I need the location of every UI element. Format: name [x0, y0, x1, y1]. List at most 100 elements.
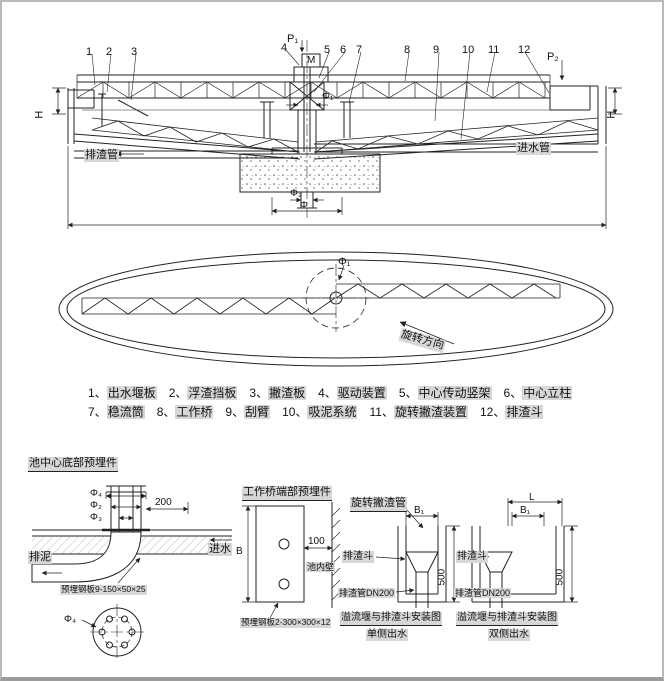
bolt-hole: [278, 578, 290, 590]
legend-row-1: 1、出水堰板 2、浮渣挡板 3、撇渣板 4、驱动装置 5、中心传动竖架 6、中心…: [88, 384, 573, 401]
callout-2: 2: [106, 46, 113, 58]
legend-item-term: 旋转撇渣装置: [393, 405, 468, 419]
subcaption-single: 单侧出水: [366, 629, 408, 641]
skimmer-board: [117, 99, 149, 117]
legend-item-number: 5、: [398, 386, 418, 400]
embed-plate-elevation: [255, 505, 305, 603]
callout-3: 3: [131, 46, 138, 58]
legend-item: 8、工作桥: [157, 403, 214, 420]
detail-center-base: [31, 485, 232, 660]
sludge-out-label: 排泥: [28, 551, 52, 564]
callout-leaders: [91, 49, 550, 140]
plan-truss-left: [81, 297, 336, 315]
legend-item-term: 排渣斗: [505, 405, 544, 419]
legend-item: 11、旋转撇渣装置: [369, 403, 468, 420]
legend-item: 1、出水堰板: [88, 384, 157, 401]
callout-6: 6: [340, 44, 347, 56]
anchor-flange-plan: [81, 604, 144, 660]
legend-item-term: 驱动装置: [336, 386, 387, 400]
detail3-dimensions: [375, 509, 460, 603]
sludge-pipe-label: 排渣管: [84, 149, 119, 162]
legend-item-term: 中心传动竖架: [417, 386, 492, 400]
detail-bridge-end: [242, 502, 341, 619]
callout-4: 4: [281, 42, 288, 54]
legend-item: 10、吸泥系统: [282, 403, 358, 420]
dim-b1-label-double: B₁: [520, 505, 531, 516]
plate-note-1: 预埋钢板9-150×50×25: [60, 584, 147, 595]
gear-base: [293, 66, 329, 83]
legend-item-term: 中心立柱: [522, 386, 573, 400]
plan-truss-right: [335, 283, 561, 299]
load-p1-label: P₁: [287, 33, 299, 45]
inlet-label: 进水: [208, 543, 232, 556]
callout-11: 11: [488, 44, 500, 56]
callout-12: 12: [518, 44, 531, 56]
rotation-direction-label: 旋转方向: [398, 328, 447, 353]
legend-item: 9、刮臂: [225, 403, 271, 420]
center-column: [297, 110, 317, 154]
legend-item: 2、浮渣挡板: [169, 384, 238, 401]
detail-bridge-end-title: 工作桥端部预埋件: [242, 486, 332, 501]
center-drive-assembly: [260, 40, 354, 218]
callout-9: 9: [433, 44, 440, 56]
legend-item: 7、稳流筒: [88, 403, 145, 420]
sludge-elbow: [31, 531, 142, 583]
callout-7: 7: [356, 44, 363, 56]
drain-pipe: [415, 572, 429, 608]
dim-500-label-double: 500: [554, 568, 566, 586]
caption-single: 溢流堰与排渣斗安装图: [340, 612, 442, 626]
legend-item-number: 10、: [282, 405, 308, 419]
dim-100-label: 100: [308, 536, 325, 547]
plan-center: [302, 264, 370, 332]
detail-center-base-title: 池中心底部预埋件: [28, 457, 118, 472]
hopper-label-single: 排渣斗: [342, 551, 374, 563]
subcaption-double: 双侧出水: [488, 629, 530, 641]
tank-rim-outer: [58, 251, 614, 367]
legend-item-number: 9、: [225, 405, 245, 419]
dim-200-label: 200: [155, 497, 172, 508]
legend-item-number: 12、: [479, 405, 506, 419]
legend-item: 12、排渣斗: [479, 403, 544, 420]
legend-item-term: 出水堰板: [106, 386, 157, 400]
drain-note-single: 排渣管DN200: [338, 588, 396, 599]
hopper-label-double: 排渣斗: [456, 551, 488, 563]
detail2-dimensions: [242, 505, 333, 619]
legend-item-number: 6、: [503, 386, 523, 400]
caption-double: 溢流堰与排渣斗安装图: [456, 612, 558, 626]
dim-b1-label-single: B₁: [414, 505, 425, 516]
skimmer-pipe-title: 旋转撇渣管: [350, 497, 407, 512]
height-left-label: H: [33, 110, 46, 119]
dia-outer-label: Φ₂: [90, 500, 102, 511]
legend-item-term: 浮渣挡板: [187, 386, 238, 400]
legend-item-number: 4、: [318, 386, 337, 400]
section-dimensions: [52, 40, 622, 229]
dim-l-label: L: [529, 492, 535, 503]
dia-inner-label: Φ₃: [90, 512, 103, 523]
dim-500-label-single: 500: [436, 568, 448, 586]
tank-rim-inner: [66, 259, 606, 359]
plan-dia-label: Φ₁: [338, 256, 351, 268]
legend-item-term: 稳流筒: [106, 405, 145, 419]
weir-channel: [397, 526, 447, 603]
legend-item: 3、撇渣板: [249, 384, 307, 401]
callout-1: 1: [86, 46, 93, 58]
detail-single-outlet: [375, 509, 460, 608]
callout-10: 10: [462, 44, 475, 56]
legend-item-term: 吸泥系统: [307, 405, 358, 419]
legend-item-number: 11、: [369, 405, 394, 419]
legend-item-number: 2、: [168, 386, 188, 400]
bolt-circle-dia-label: Φ₄: [64, 614, 77, 625]
bolt-hole: [278, 538, 290, 550]
legend-item-number: 3、: [249, 386, 269, 400]
detail1-dimensions: [41, 492, 232, 584]
section-view: [52, 40, 622, 229]
wall-label: 池内壁: [306, 562, 336, 573]
legend-item-term: 工作桥: [175, 405, 214, 419]
center-dia-label: Φ₁: [322, 91, 334, 102]
legend-item-number: 8、: [156, 405, 176, 419]
legend-row-2: 7、稳流筒 8、工作桥 9、刮臂 10、吸泥系统 11、旋转撇渣装置 12、排渣…: [88, 403, 544, 420]
load-p2-label: P₂: [547, 51, 559, 63]
